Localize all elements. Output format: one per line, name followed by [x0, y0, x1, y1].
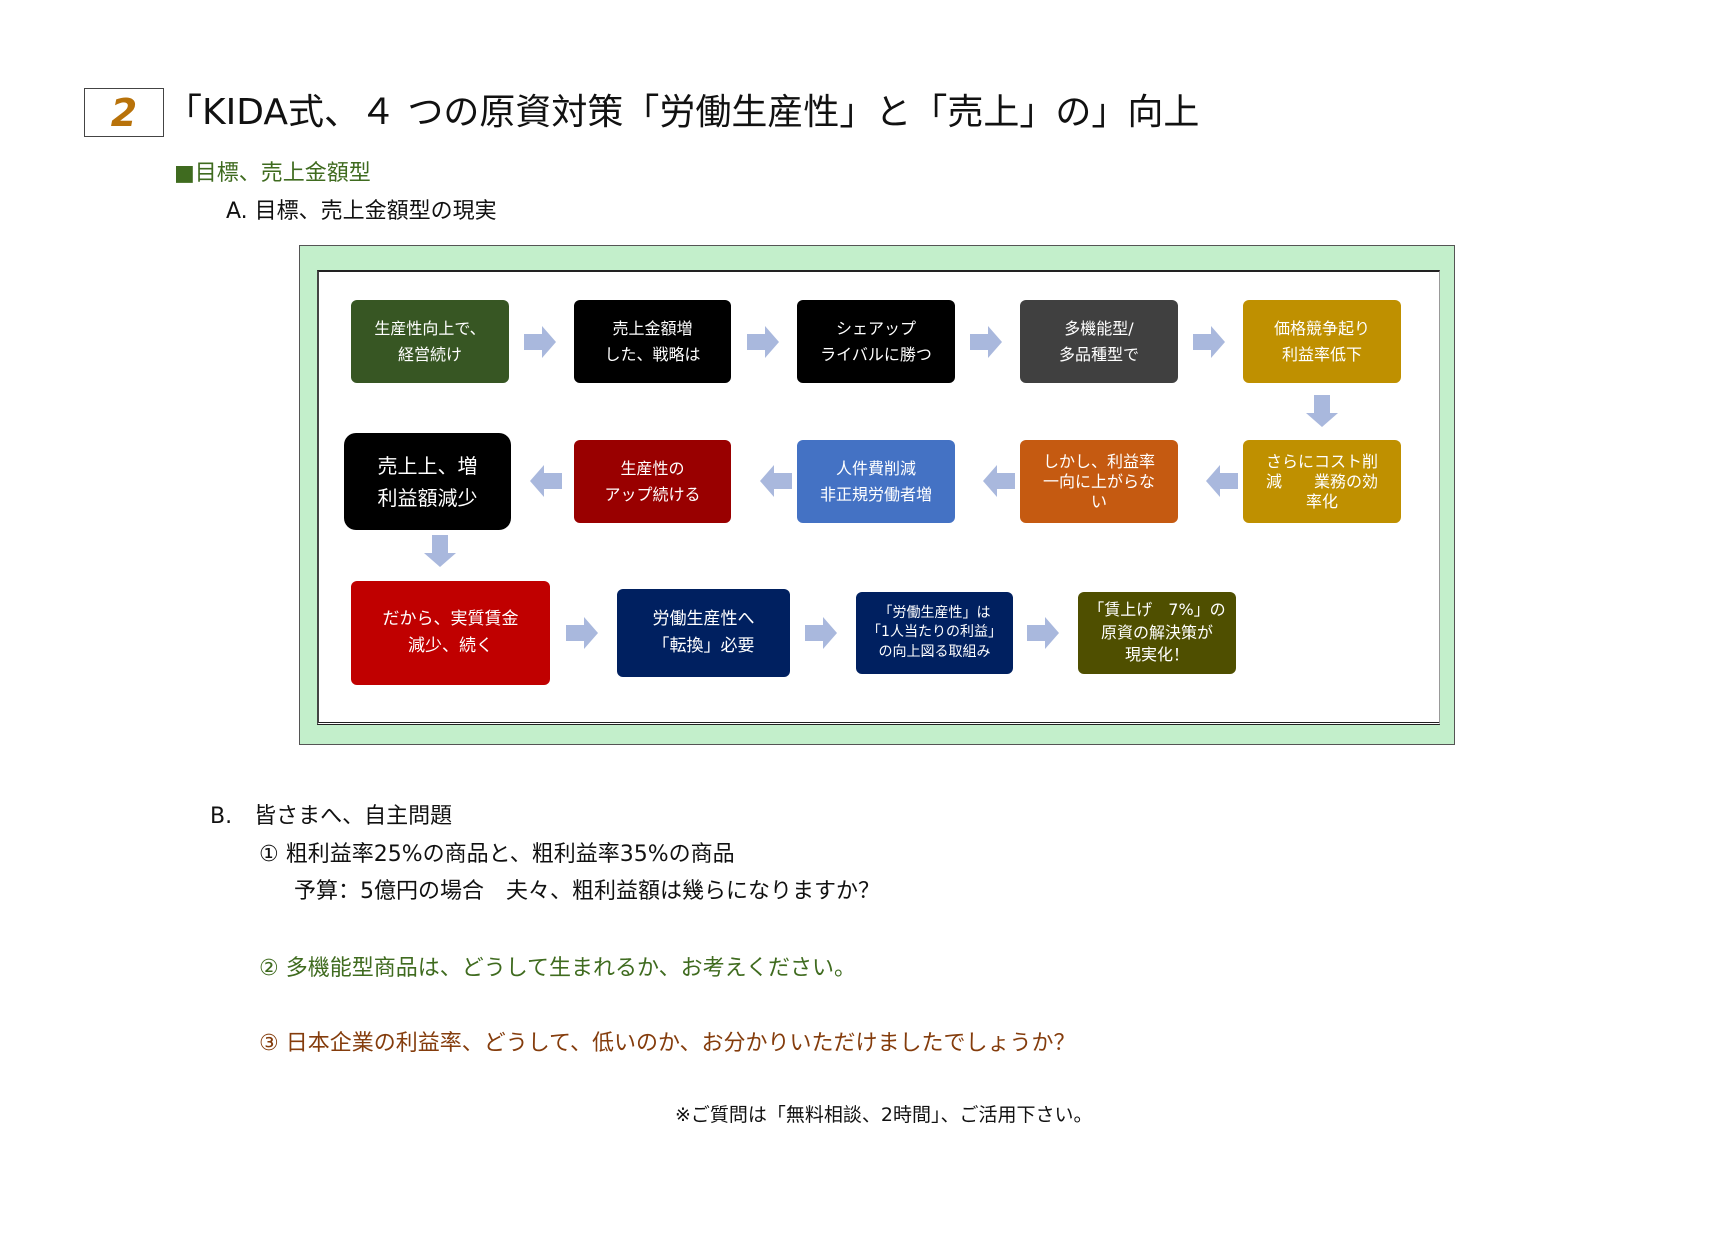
flow-step-row2-2: 生産性の アップ続ける — [574, 440, 731, 523]
flow-step-row3-1: だから、実質賃金 減少、続く — [351, 581, 550, 685]
arrow-left-icon — [1206, 465, 1238, 497]
section-b-heading: B. 皆さまへ、自主問題 — [210, 804, 453, 829]
page-title: 「KIDA式、４ つの原資対策「労働生産性」と「売上」の」向上 — [166, 92, 1200, 133]
question-1-line-1: ① 粗利益率25%の商品と、粗利益率35%の商品 — [259, 842, 735, 867]
flow-step-row3-3: 「労働生産性」は 「1人当たりの利益」 の向上図る取組み — [856, 592, 1013, 674]
flow-step-row1-4: 多機能型/ 多品種型で — [1020, 300, 1178, 383]
arrow-right-icon — [747, 326, 779, 358]
section-number-badge: 2 — [84, 88, 164, 137]
subheading: ■目標、売上金額型 — [174, 161, 371, 186]
arrow-left-icon — [530, 465, 562, 497]
section-number: 2 — [110, 90, 138, 135]
arrow-left-icon — [983, 465, 1015, 497]
arrow-right-icon — [1027, 617, 1059, 649]
flow-step-row2-5: さらにコスト削 減 業務の効 率化 — [1243, 440, 1401, 523]
arrow-down-icon — [424, 535, 456, 567]
section-a-heading: A. 目標、売上金額型の現実 — [226, 199, 497, 224]
flow-step-row1-5: 価格競争起り 利益率低下 — [1243, 300, 1401, 383]
arrow-right-icon — [524, 326, 556, 358]
arrow-right-icon — [1193, 326, 1225, 358]
flow-step-row2-1: 売上上、増 利益額減少 — [344, 433, 511, 530]
flow-step-row1-1: 生産性向上で、 経営続け — [351, 300, 509, 383]
flow-step-row2-3: 人件費削減 非正規労働者増 — [797, 440, 955, 523]
question-3: ③ 日本企業の利益率、どうして、低いのか、お分かりいただけましたでしょうか？ — [259, 1031, 1076, 1056]
question-1-line-2: 予算：5億円の場合 夫々、粗利益額は幾らになりますか？ — [294, 879, 880, 904]
flow-step-row1-2: 売上金額増 した、戦略は — [574, 300, 731, 383]
arrow-left-icon — [760, 465, 792, 497]
flow-step-row1-3: シェアップ ライバルに勝つ — [797, 300, 955, 383]
arrow-down-icon — [1306, 395, 1338, 427]
arrow-right-icon — [805, 617, 837, 649]
arrow-right-icon — [970, 326, 1002, 358]
footnote: ※ご質問は「無料相談、2時間」、ご活用下さい。 — [675, 1104, 1093, 1126]
question-2: ② 多機能型商品は、どうして生まれるか、お考えください。 — [259, 956, 856, 981]
flow-step-row3-2: 労働生産性へ 「転換」必要 — [617, 589, 790, 677]
arrow-right-icon — [566, 617, 598, 649]
flow-step-row3-4: 「賃上げ 7%」の 原資の解決策が 現実化！ — [1078, 592, 1236, 674]
flow-step-row2-4: しかし、利益率 一向に上がらな い — [1020, 440, 1178, 523]
